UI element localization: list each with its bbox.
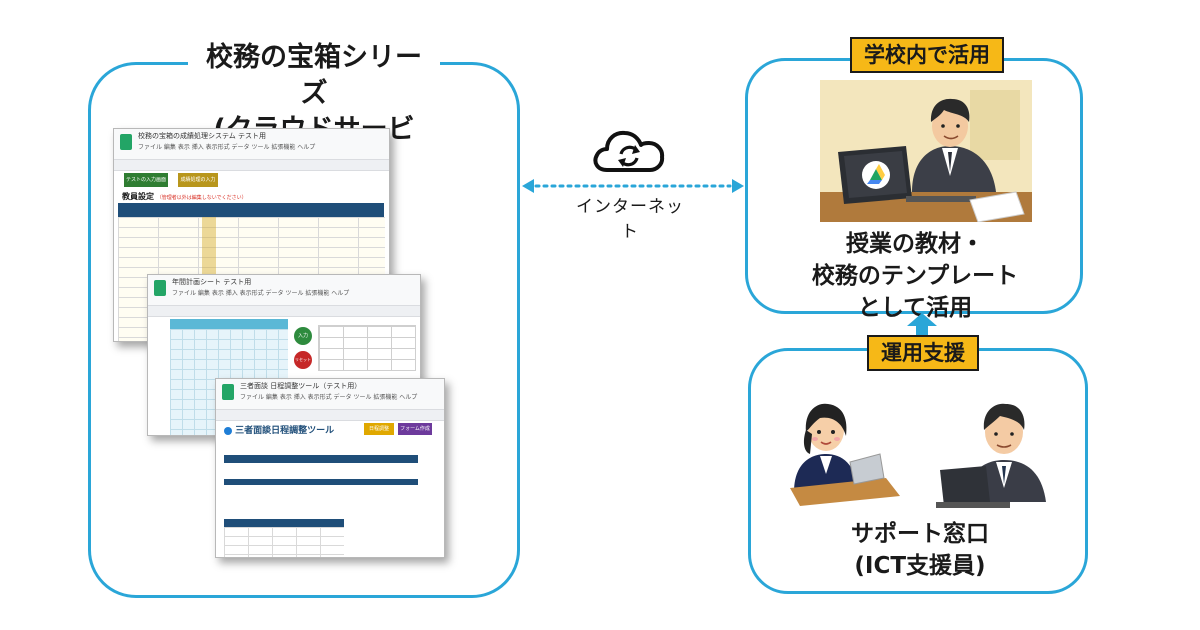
sheet-toolbar bbox=[114, 160, 389, 171]
support-tag: 運用支援 bbox=[867, 335, 979, 371]
spreadsheet-screenshot-interview: 三者面談 日程調整ツール（テスト用） ファイル 編集 表示 挿入 表示形式 デー… bbox=[215, 378, 445, 558]
caption-line2: 校務のテンプレート bbox=[811, 263, 1019, 289]
sheet-title: 三者面談 日程調整ツール（テスト用） bbox=[240, 382, 362, 390]
sheet-header-row-3 bbox=[224, 519, 344, 527]
sheet-title: 校務の宝箱の成績処理システム テスト用 bbox=[138, 132, 267, 140]
green-circle-button: 入力 bbox=[294, 327, 312, 345]
sheet-menu: ファイル 編集 表示 挿入 表示形式 データ ツール 拡張機能 ヘルプ bbox=[172, 290, 350, 297]
form-create-button: フォーム作成 bbox=[398, 423, 432, 435]
sheet-green-button: テストの入力画面 bbox=[124, 173, 168, 187]
school-use-tag: 学校内で活用 bbox=[850, 37, 1004, 73]
sheet-title: 年間計画シート テスト用 bbox=[172, 278, 252, 286]
sheet-menu: ファイル 編集 表示 挿入 表示形式 データ ツール 拡張機能 ヘルプ bbox=[240, 394, 418, 401]
sheet-gold-button: 成績処理の入力 bbox=[178, 173, 218, 187]
sheet-header-row-2 bbox=[224, 479, 418, 485]
red-circle-button: リセット bbox=[294, 351, 312, 369]
sheet-header-row bbox=[224, 455, 418, 463]
internet-connection-arrow bbox=[522, 179, 744, 193]
sheet-toolbar bbox=[216, 410, 444, 421]
support-up-arrow bbox=[907, 313, 937, 339]
support-staff-illustration bbox=[790, 392, 1060, 512]
sheets-logo-icon bbox=[222, 384, 234, 400]
school-use-caption: 授業の教材・ 校務のテンプレート として活用 bbox=[770, 228, 1060, 324]
sheet-toolbar bbox=[148, 306, 420, 317]
sheet-header-row bbox=[118, 203, 384, 217]
sheets-logo-icon bbox=[154, 280, 166, 296]
interview-tool-heading: 三者面談日程調整ツール bbox=[224, 423, 334, 436]
support-staff-image bbox=[790, 403, 1046, 508]
caption-line3: として活用 bbox=[857, 295, 973, 321]
sheet-side-table bbox=[318, 325, 416, 371]
sheet-heading: 教員設定 （管理者以外は編集しないでください） bbox=[122, 192, 247, 201]
sheet-grid bbox=[224, 527, 344, 557]
caption-line1: 授業の教材・ bbox=[846, 231, 984, 257]
sheets-logo-icon bbox=[120, 134, 132, 150]
title-line1: 校務の宝箱シリーズ bbox=[206, 42, 422, 109]
teacher-at-laptop-image bbox=[820, 80, 1032, 222]
caption-line1: サポート窓口 bbox=[851, 521, 989, 547]
sheet-header-row bbox=[170, 319, 288, 329]
teacher-illustration bbox=[820, 80, 1032, 222]
caption-line2: (ICT支援員) bbox=[854, 553, 986, 579]
schedule-button: 日程調整 bbox=[364, 423, 394, 435]
support-caption: サポート窓口 (ICT支援員) bbox=[790, 518, 1050, 582]
internet-label: インターネット bbox=[576, 197, 684, 242]
cloud-sync-icon bbox=[593, 130, 665, 172]
sheet-menu: ファイル 編集 表示 挿入 表示形式 データ ツール 拡張機能 ヘルプ bbox=[138, 144, 316, 151]
